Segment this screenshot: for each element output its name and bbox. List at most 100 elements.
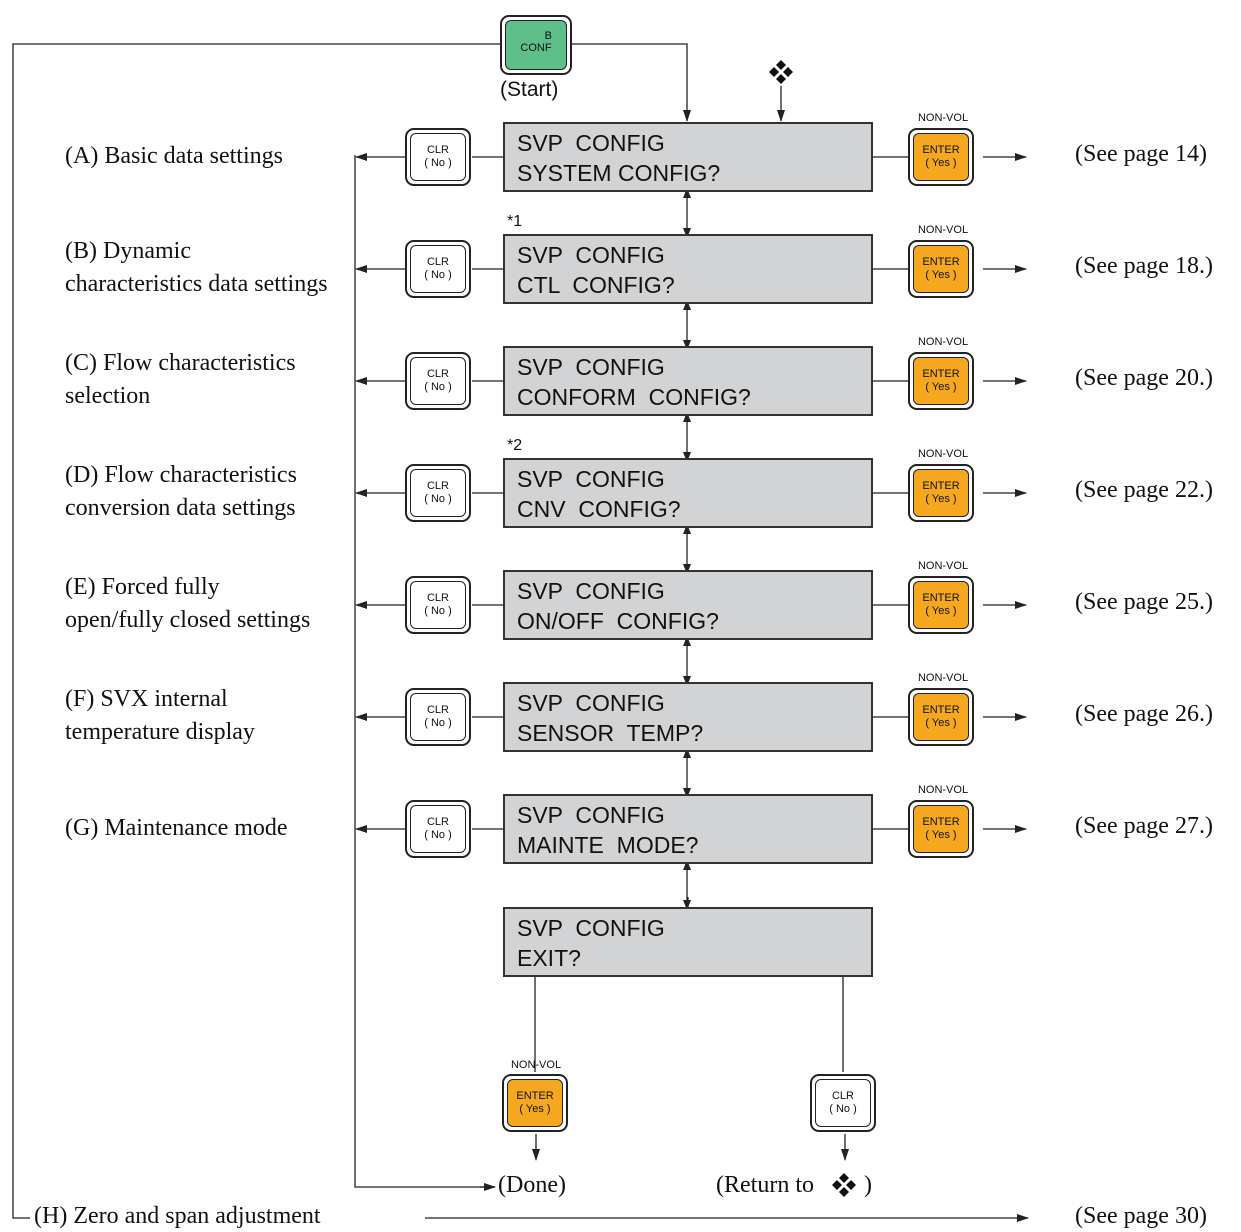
enter-key-line1: ENTER [922, 368, 960, 380]
enter-key-line2: ( Yes ) [925, 605, 957, 617]
clr-button[interactable]: CLR( No ) [405, 576, 471, 634]
enter-key-line2: ( Yes ) [925, 269, 957, 281]
lcd-line2: CTL CONFIG? [517, 272, 675, 298]
enter-key-line2: ( Yes ) [925, 717, 957, 729]
return-diamond-icon [832, 1173, 856, 1197]
start-caption: (Start) [500, 78, 559, 101]
lcd-line1: SVP CONFIG [517, 802, 665, 828]
exit-screen-line1: SVP CONFIG [517, 915, 665, 941]
lcd-screen: SVP CONFIG CTL CONFIG? [503, 234, 873, 304]
conf-button[interactable]: B CONF [500, 15, 572, 75]
nonvol-tag: NON-VOL [917, 784, 969, 796]
step-label: (D) Flow characteristics conversion data… [65, 459, 297, 525]
footnote-marker: *1 [507, 213, 523, 230]
clr-button[interactable]: CLR( No ) [405, 352, 471, 410]
nonvol-tag: NON-VOL [917, 336, 969, 348]
enter-key-line1: ENTER [922, 704, 960, 716]
enter-key-line1: ENTER [922, 256, 960, 268]
nonvol-tag: NON-VOL [917, 448, 969, 460]
clr-key-line1: CLR [831, 1090, 854, 1102]
zero-span-label: (H) Zero and span adjustment [34, 1203, 321, 1229]
return-label: (Return to [716, 1172, 814, 1198]
clr-key-line1: CLR [426, 816, 449, 828]
clr-button[interactable]: CLR( No ) [405, 464, 471, 522]
lcd-line1: SVP CONFIG [517, 354, 665, 380]
enter-button[interactable]: ENTER( Yes ) [908, 576, 974, 634]
lcd-line2: ON/OFF CONFIG? [517, 608, 719, 634]
lcd-line1: SVP CONFIG [517, 242, 665, 268]
exit-enter-button[interactable]: ENTER ( Yes ) [502, 1074, 568, 1132]
clr-key-line1: CLR [426, 480, 449, 492]
clr-button[interactable]: CLR( No ) [405, 240, 471, 298]
enter-button[interactable]: ENTER( Yes ) [908, 688, 974, 746]
enter-key-line2: ( Yes ) [925, 493, 957, 505]
see-page-label: (See page 18.) [1075, 253, 1213, 279]
lcd-line2: MAINTE MODE? [517, 832, 699, 858]
nonvol-tag: NON-VOL [917, 224, 969, 236]
step-label-line: temperature display [65, 719, 255, 745]
clr-key-line2: ( No ) [424, 157, 452, 169]
exit-screen-line2: EXIT? [517, 945, 581, 971]
step-label: (G) Maintenance mode [65, 812, 288, 845]
enter-key-line1: ENTER [922, 480, 960, 492]
exit-clr-button[interactable]: CLR ( No ) [810, 1074, 876, 1132]
enter-key-line2: ( Yes ) [925, 829, 957, 841]
enter-button[interactable]: ENTER( Yes ) [908, 464, 974, 522]
clr-key-line1: CLR [426, 592, 449, 604]
clr-button[interactable]: CLR( No ) [405, 128, 471, 186]
enter-key-line2: ( Yes ) [519, 1103, 551, 1115]
lcd-line1: SVP CONFIG [517, 466, 665, 492]
enter-key-line2: ( Yes ) [925, 157, 957, 169]
clr-key-line2: ( No ) [424, 381, 452, 393]
see-page-label: (See page 26.) [1075, 701, 1213, 727]
nonvol-tag: NON-VOL [917, 112, 969, 124]
step-label: (A) Basic data settings [65, 140, 283, 173]
nonvol-tag: NON-VOL [917, 672, 969, 684]
exit-screen: SVP CONFIG EXIT? [503, 907, 873, 977]
nonvol-tag: NON-VOL [917, 560, 969, 572]
clr-key-line2: ( No ) [424, 605, 452, 617]
step-label-line: (D) Flow characteristics [65, 462, 297, 488]
see-page-label: (See page 14) [1075, 141, 1207, 167]
exit-enter-nonvol-tag: NON-VOL [510, 1059, 562, 1071]
step-label-line: conversion data settings [65, 495, 296, 521]
step-label-line: characteristics data settings [65, 271, 328, 297]
enter-key-line1: ENTER [922, 144, 960, 156]
clr-key-line2: ( No ) [829, 1103, 857, 1115]
clr-key-line2: ( No ) [424, 493, 452, 505]
clr-key-line1: CLR [426, 368, 449, 380]
clr-key-line1: CLR [426, 144, 449, 156]
return-label-close: ) [864, 1172, 872, 1198]
clr-key-line2: ( No ) [424, 829, 452, 841]
step-label-line: open/fully closed settings [65, 607, 311, 633]
step-label-line: selection [65, 383, 151, 409]
step-label-line: (A) Basic data settings [65, 143, 283, 169]
lcd-screen: SVP CONFIG MAINTE MODE? [503, 794, 873, 864]
enter-button[interactable]: ENTER( Yes ) [908, 128, 974, 186]
clr-key-line2: ( No ) [424, 717, 452, 729]
enter-button[interactable]: ENTER( Yes ) [908, 240, 974, 298]
clr-button[interactable]: CLR( No ) [405, 688, 471, 746]
zero-span-see-page: (See page 30) [1075, 1203, 1207, 1229]
lcd-line2: CNV CONFIG? [517, 496, 681, 522]
step-label-line: (C) Flow characteristics [65, 350, 296, 376]
see-page-label: (See page 20.) [1075, 365, 1213, 391]
clr-button[interactable]: CLR( No ) [405, 800, 471, 858]
enter-button[interactable]: ENTER( Yes ) [908, 352, 974, 410]
diamond-cluster-icon [769, 60, 793, 84]
clr-key-line1: CLR [426, 704, 449, 716]
lcd-line1: SVP CONFIG [517, 130, 665, 156]
lcd-line2: SYSTEM CONFIG? [517, 160, 721, 186]
lcd-line1: SVP CONFIG [517, 690, 665, 716]
enter-key-line1: ENTER [922, 816, 960, 828]
enter-key-line1: ENTER [922, 592, 960, 604]
lcd-screen: SVP CONFIG SYSTEM CONFIG? [503, 122, 873, 192]
clr-key-line1: CLR [426, 256, 449, 268]
enter-button[interactable]: ENTER( Yes ) [908, 800, 974, 858]
